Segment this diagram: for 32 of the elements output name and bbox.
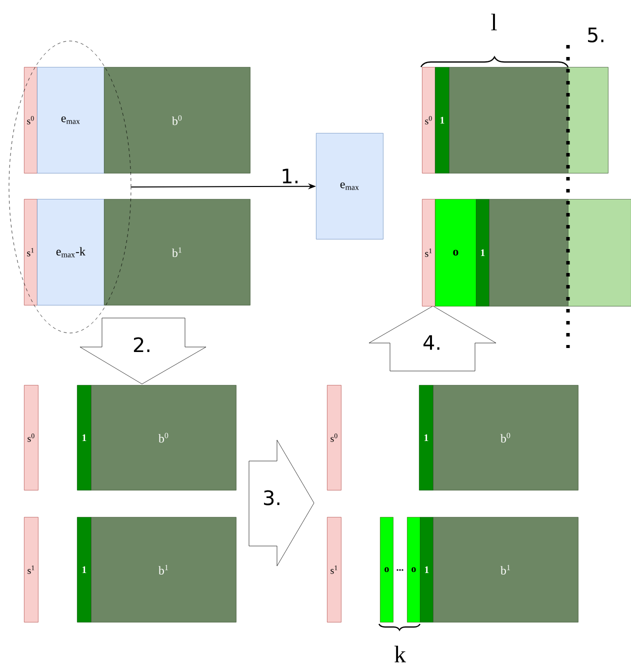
bit-bar: o (380, 517, 394, 622)
segment-bar: s$^{1}$ (327, 517, 342, 622)
block-box: b$^{0}$ (104, 67, 250, 174)
bit-bar: 1 (476, 199, 490, 306)
bit-bar: o (407, 517, 420, 622)
block-box: b$^{1}$ (91, 517, 236, 622)
brace-label: l (491, 14, 497, 30)
bit-bar: 1 (420, 517, 434, 622)
bit-bar: 1 (419, 385, 434, 490)
block-box: b$^{1}$ (104, 199, 250, 306)
step-number: 5. (588, 28, 604, 42)
block-box (568, 67, 608, 174)
block-box (489, 199, 568, 306)
block-box (568, 199, 631, 306)
segment-bar: s$^{0}$ (24, 385, 38, 490)
exponent-box: e$_{max}$ (316, 133, 384, 240)
segment-bar: s$^{1}$ (24, 517, 38, 622)
bit-bar: 1 (77, 517, 92, 622)
brace-label: k (394, 646, 406, 662)
block-box: b$^{0}$ (433, 385, 578, 490)
ellipsis: ... (396, 569, 404, 571)
edge-label: 1. (282, 168, 298, 184)
segment-bar: s$^{0}$ (422, 67, 436, 174)
block-box: b$^{1}$ (433, 517, 578, 622)
dashed-ellipse (8, 40, 132, 334)
block-box: b$^{0}$ (91, 385, 236, 490)
segment-bar: s$^{1}$ (422, 199, 436, 306)
bit-bar: 1 (435, 67, 450, 174)
bit-bar: o (435, 199, 476, 306)
segment-bar: s$^{0}$ (327, 385, 342, 490)
bit-bar: 1 (77, 385, 92, 490)
block-box (449, 67, 568, 174)
